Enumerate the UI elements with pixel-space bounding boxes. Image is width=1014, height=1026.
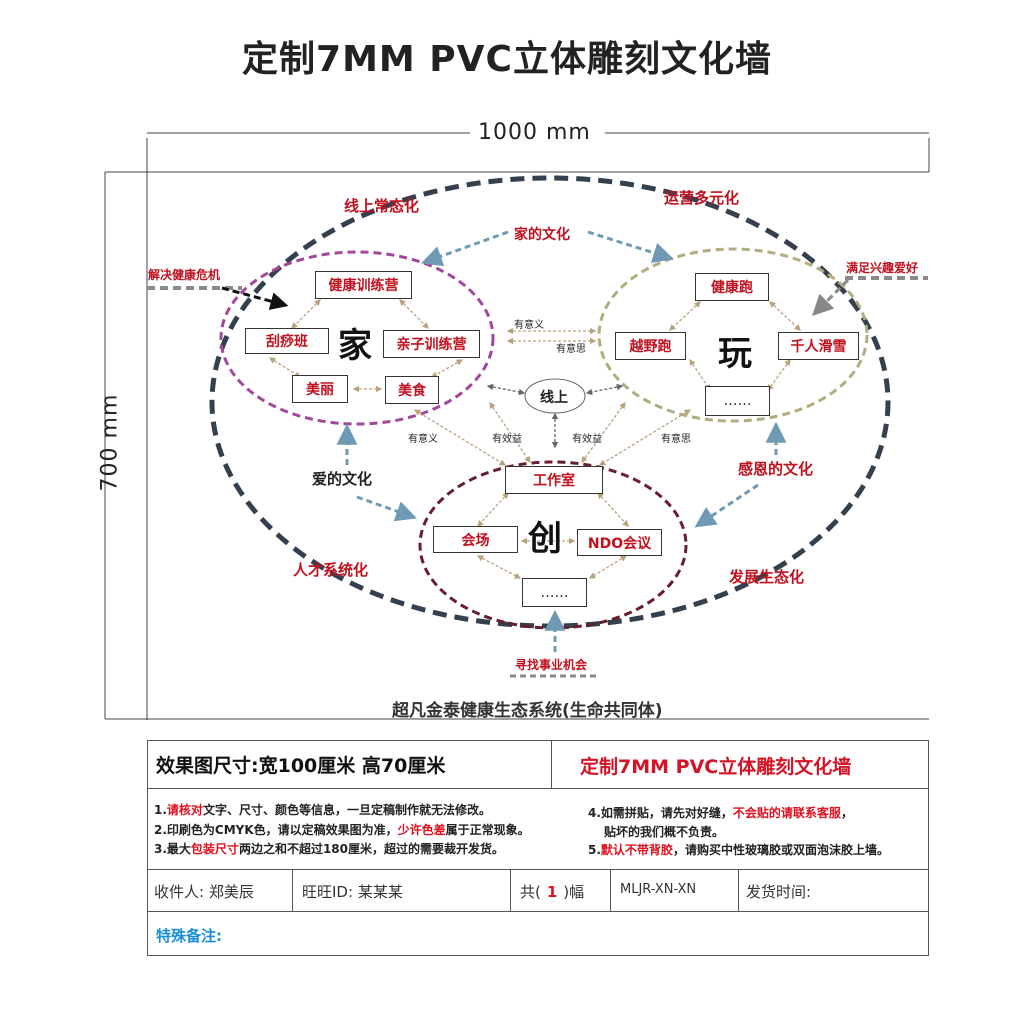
count-value: 1 [546,883,558,901]
play-item-ski: 千人滑雪 [778,332,859,360]
ship-time-cell: 发货时间: [746,883,812,901]
note-1: 1.请核对文字、尺寸、颜色等信息，一旦定稿制作就无法修改。 [154,803,491,817]
note-4-cont: 贴坏的我们概不负责。 [604,825,725,839]
create-center-label: 创 [528,519,562,559]
play-item-more: …… [705,386,770,416]
code-cell: MLJR-XN-XN [620,882,697,897]
note-5: 5.默认不带背胶，请购买中性玻璃胶或双面泡沫胶上墙。 [588,843,889,857]
link-label-interesting-top: 有意思 [556,344,586,355]
note-4: 4.如需拼贴，请先对好缝，不会贴的请联系客服， [588,806,853,820]
recipient-value: 郑美辰 [208,883,254,901]
remark-label: 特殊备注: [156,927,222,945]
home-item-guasha: 刮痧班 [245,328,329,354]
create-item-venue: 会场 [433,526,518,553]
home-item-parent-child: 亲子训练营 [383,330,480,358]
play-center-label: 玩 [718,334,752,374]
label-career: 寻找事业机会 [515,658,588,672]
label-talent-system: 人才系统化 [293,561,369,579]
info-table: 效果图尺寸:宽100厘米 高70厘米 定制7MM PVC立体雕刻文化墙 1.请核… [147,740,929,956]
link-label-interesting-right: 有意思 [661,434,691,445]
label-family-culture: 家的文化 [514,227,570,243]
link-label-meaningful-left: 有意义 [408,434,438,445]
home-item-beauty: 美丽 [292,375,348,403]
play-item-trail-run: 越野跑 [615,332,686,360]
product-name: 定制7MM PVC立体雕刻文化墙 [580,756,852,778]
link-label-beneficial-left: 有效益 [492,434,522,445]
gratitude-arrow-down [694,483,759,528]
note-2: 2.印刷色为CMYK色，请以定稿效果图为准，少许色差属于正常现象。 [154,823,530,837]
page-title: 定制7MM PVC立体雕刻文化墙 [242,39,772,80]
create-item-studio: 工作室 [505,466,603,494]
size-spec: 效果图尺寸:宽100厘米 高70厘米 [156,755,446,777]
family-culture-arrow-right [587,230,675,263]
label-interest: 满足兴趣爱好 [846,261,919,275]
label-health-crisis: 解决健康危机 [148,268,221,282]
dimension-frame [104,132,930,720]
label-online-normal: 线上常态化 [344,197,420,215]
home-item-food: 美食 [385,376,439,404]
note-3: 3.最大包装尺寸两边之和不超过180厘米，超过的需要裁开发货。 [154,842,504,856]
family-culture-arrow-left [421,230,509,267]
home-center-label: 家 [338,326,372,366]
love-culture-arrow-down [356,495,417,522]
wangwang-value: 某某某 [357,883,403,901]
width-dimension: 1000 mm [478,120,591,145]
count-cell: 共(1)幅 [520,883,585,901]
play-ellipse [597,247,869,423]
link-label-meaningful-top: 有意义 [514,320,544,331]
wangwang-cell: 旺旺ID: 某某某 [302,883,403,901]
height-dimension: 700 mm [97,393,123,492]
recipient-cell: 收件人: 郑美辰 [154,883,254,901]
label-operation-diverse: 运营多元化 [664,189,740,207]
right-need-arrow [812,278,850,316]
diagram-caption: 超凡金泰健康生态系统(生命共同体) [392,701,663,721]
label-love-culture: 爱的文化 [312,470,373,488]
link-label-beneficial-right: 有效益 [572,434,602,445]
play-item-health-run: 健康跑 [695,273,769,301]
create-item-ndo: NDO会议 [577,529,662,556]
online-label: 线上 [540,390,568,406]
label-gratitude-culture: 感恩的文化 [738,460,814,478]
label-development-eco: 发展生态化 [729,568,805,586]
create-item-more: …… [522,578,587,607]
home-item-training: 健康训练营 [315,271,412,299]
